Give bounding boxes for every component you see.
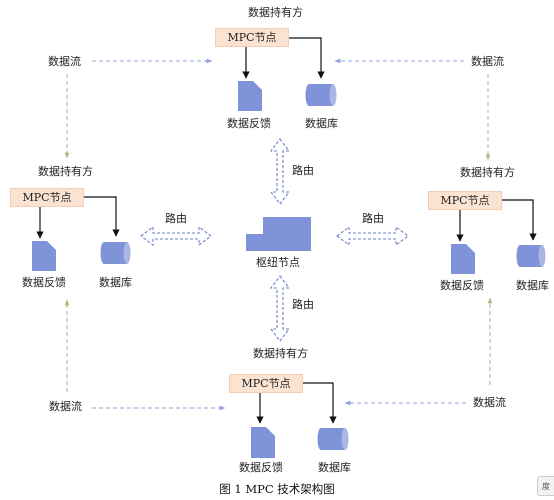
data-feedback-label-right: 数据反馈 [440,279,484,292]
database-label-bottom: 数据库 [318,461,351,474]
right-cluster-connectors [456,199,537,242]
data-flow-label-bottom-left: 数据流 [49,400,82,413]
database-label-top: 数据库 [305,117,338,130]
data-feedback-label-bottom: 数据反馈 [239,461,283,474]
hub-node-icon [246,217,311,251]
database-cylinder-icon [317,428,349,450]
routing-arrow-right [336,225,409,247]
routing-arrow-top [269,138,291,205]
database-label-right: 数据库 [516,279,549,292]
hub-node-label: 枢纽节点 [256,256,300,269]
data-feedback-label-top: 数据反馈 [227,117,271,130]
database-cylinder-icon [100,242,131,264]
left-cluster-connectors [36,196,120,239]
bottom-cluster-connectors [256,382,337,424]
document-icon [32,241,56,271]
routing-label-left: 路由 [165,212,187,225]
database-label-left: 数据库 [99,276,132,289]
document-icons [32,81,475,458]
mpc-node-bottom: MPC节点 [229,374,303,393]
database-cylinder-icon [305,84,337,106]
top-cluster-connectors [242,37,325,79]
right-arrow-to-database [500,199,537,241]
mpc-node-left: MPC节点 [10,188,84,207]
data-holder-label-left: 数据持有方 [38,165,93,178]
mpc-node-top: MPC节点 [215,28,289,47]
data-holder-label-top: 数据持有方 [248,6,303,19]
routing-label-right: 路由 [362,212,384,225]
data-holder-label-right: 数据持有方 [460,166,515,179]
document-icon [451,244,475,274]
bottom-arrow-to-database [302,382,337,424]
routing-label-bottom: 路由 [292,298,314,311]
database-icons [100,84,546,450]
data-flow-label-top-left: 数据流 [48,55,81,68]
data-flow-label-bottom-right: 数据流 [473,396,506,409]
routing-arrows [140,138,409,342]
data-feedback-label-left: 数据反馈 [22,276,66,289]
routing-arrow-bottom [269,275,291,342]
corner-badge[interactable]: 度 [537,476,554,496]
routing-arrow-left [140,225,212,247]
data-flow-label-top-right: 数据流 [471,55,504,68]
mpc-node-right: MPC节点 [428,191,502,210]
top-arrow-to-database [288,37,325,79]
data-holder-label-bottom: 数据持有方 [253,347,308,360]
document-icon [238,81,262,111]
left-arrow-to-database [82,196,120,237]
document-icon [251,427,275,458]
data-flow-arrows [64,58,493,411]
database-cylinder-icon [516,245,546,267]
routing-label-top: 路由 [292,164,314,177]
figure-caption: 图 1 MPC 技术架构图 [219,482,335,496]
